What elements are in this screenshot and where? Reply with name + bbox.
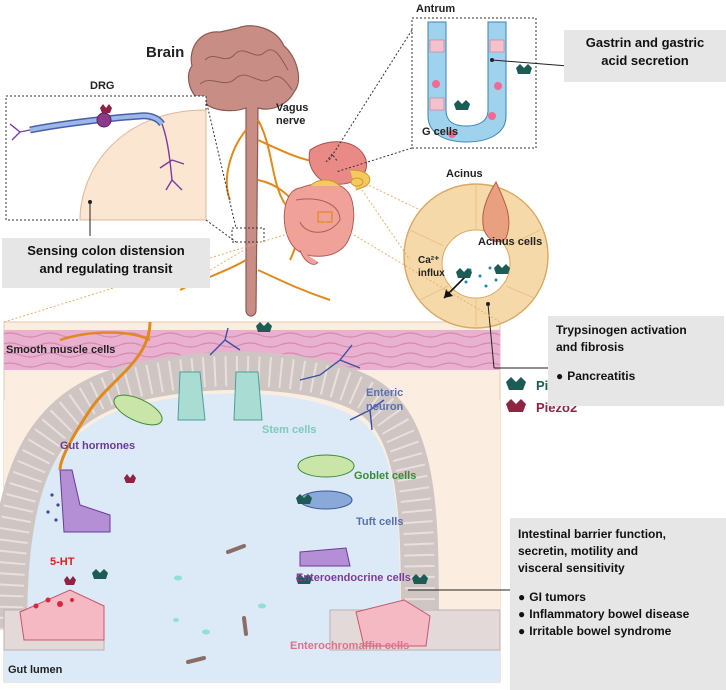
nerve-branch-panel xyxy=(58,321,152,471)
enteroendocrine-cell-right xyxy=(299,547,351,567)
intestine-box-bullet3: Irritable bowel syndrome xyxy=(518,623,718,640)
legend-piezo1-icon xyxy=(506,377,526,390)
brain-and-spinal-cord xyxy=(187,25,299,317)
piezo2-markers-drg xyxy=(100,104,112,113)
serotonin-granules xyxy=(33,597,74,609)
spinal-section xyxy=(79,109,207,221)
ca-label-line1: Ca²⁺ xyxy=(418,255,440,266)
smooth-muscle-label: Smooth muscle cells xyxy=(6,344,116,356)
intestine-box-bullet2: Inflammatory bowel disease xyxy=(518,606,718,623)
ca-label-line2: influx xyxy=(418,268,445,279)
sensing-box: Sensing colon distension and regulating … xyxy=(2,238,210,288)
drg-zoom-marker xyxy=(231,227,265,243)
pancreas-box: Trypsinogen activation and fibrosis Panc… xyxy=(548,316,724,406)
stem-cell-1 xyxy=(177,371,206,421)
enterochromaffin-cell-right xyxy=(355,599,431,647)
pancreas-box-line2: and fibrosis xyxy=(556,340,625,354)
gastric-gland xyxy=(427,21,507,143)
piezo1-markers-panel xyxy=(92,322,428,584)
drg-label: DRG xyxy=(90,80,115,92)
piezo1-markers-antrum xyxy=(454,64,532,110)
antrum-label: Antrum xyxy=(416,3,456,15)
bacteria xyxy=(186,544,248,664)
intestine-box-line3: visceral sensitivity xyxy=(518,561,625,575)
sensing-box-line2: and regulating transit xyxy=(39,261,173,276)
hormone-granules xyxy=(46,493,60,522)
acinus-cells-label: Acinus cells xyxy=(478,236,543,248)
calcium-ions xyxy=(464,266,498,288)
calcium-influx-label: Ca²⁺ influx xyxy=(418,254,445,280)
vagus-nerve-label: Vagus nerve xyxy=(276,102,308,128)
acinus-label: Acinus xyxy=(446,168,483,180)
piezo2-markers-panel xyxy=(64,474,136,585)
g-cells-label: G cells xyxy=(422,126,459,138)
intestine-panel xyxy=(0,321,501,683)
enteric-label-line2: neuron xyxy=(366,401,404,413)
g-cell-nuclei xyxy=(432,80,502,138)
intestine-box: Intestinal barrier function, secretin, m… xyxy=(510,518,726,690)
drg-neuron-body xyxy=(96,112,112,128)
enteroendocrine-cell-left xyxy=(59,469,111,533)
intestines xyxy=(283,182,355,257)
legend-piezo2-icon xyxy=(506,399,526,412)
drg-inset xyxy=(5,95,207,221)
enterochromaffin-label: Enterochromaffin cells xyxy=(290,640,410,652)
stem-cell-2 xyxy=(233,371,263,421)
serotonin-label: 5-HT xyxy=(50,556,75,568)
vagus-label-line1: Vagus xyxy=(276,102,309,114)
goblet-cell-left xyxy=(113,394,163,426)
gut-hormones-label: Gut hormones xyxy=(60,440,136,452)
microbes xyxy=(173,575,266,635)
enteric-neuron xyxy=(209,327,385,431)
enteroendocrine-label: Enteroendocrine cells xyxy=(296,572,411,584)
antrum-inset xyxy=(411,17,537,149)
pancreas-marker xyxy=(350,177,364,187)
enteric-label-line1: Enteric xyxy=(366,387,404,399)
drg-neurons xyxy=(9,123,185,191)
intestine-box-line2: secretin, motility and xyxy=(518,544,639,558)
digestive-organs xyxy=(283,141,371,265)
pancreas-box-line1: Trypsinogen activation xyxy=(556,323,687,337)
intestine-box-bullet1: GI tumors xyxy=(518,589,718,606)
gastrin-box-line2: acid secretion xyxy=(601,53,689,68)
piezo1-markers-acinus xyxy=(456,264,510,278)
enteric-neuron-label: Enteric neuron xyxy=(366,386,403,414)
vagus-label-line2: nerve xyxy=(276,115,306,127)
sensing-box-line1: Sensing colon distension xyxy=(27,243,185,258)
tuft-cells-label: Tuft cells xyxy=(356,516,404,528)
intestine-box-line1: Intestinal barrier function, xyxy=(518,527,667,541)
acinus-cell-highlight xyxy=(482,180,510,243)
brain-label: Brain xyxy=(146,44,185,61)
stem-cells-label: Stem cells xyxy=(262,424,317,436)
goblet-cell-right xyxy=(297,454,355,478)
pancreas-box-bullet1: Pancreatitis xyxy=(556,368,716,385)
gastrin-box: Gastrin and gastric acid secretion xyxy=(564,30,726,82)
goblet-cells-label: Goblet cells xyxy=(354,470,417,482)
gastrin-box-line1: Gastrin and gastric xyxy=(585,35,705,50)
enterochromaffin-cell-left xyxy=(19,589,105,641)
gut-lumen-label: Gut lumen xyxy=(8,664,63,676)
